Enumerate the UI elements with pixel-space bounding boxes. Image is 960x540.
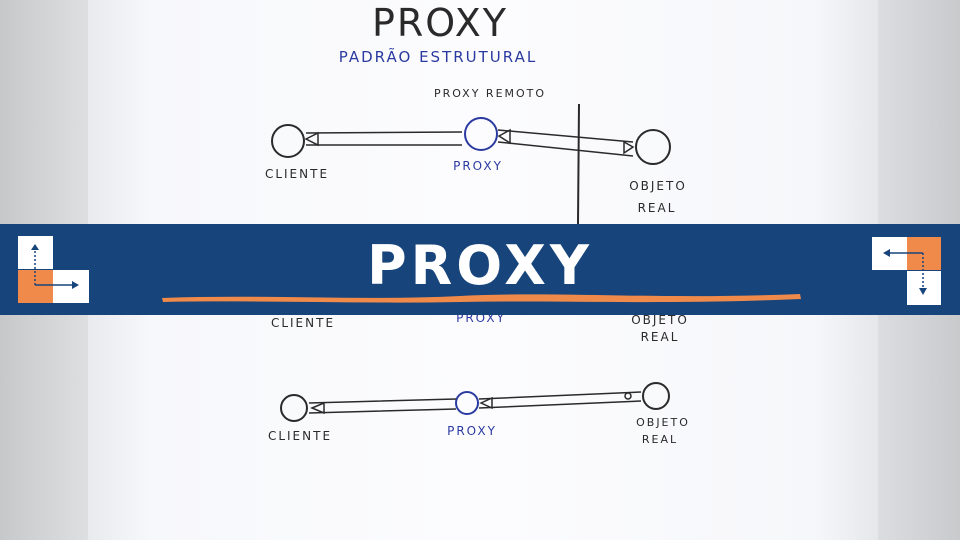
client-arrowhead: [304, 131, 319, 147]
right-logo-icon: [872, 237, 941, 305]
proxy-real-connector: [497, 129, 634, 157]
bottom-proxy-arrowhead: [479, 396, 493, 410]
middle-real-label-1: OBJETO: [631, 313, 689, 327]
bottom-real-label-1: OBJETO: [636, 416, 690, 429]
bottom-proxy-real-connector: [478, 391, 642, 409]
top-real-label-2: REAL: [638, 201, 677, 215]
bottom-real-label-2: REAL: [642, 433, 678, 446]
proxy-node: [464, 117, 498, 151]
title-underline: [162, 294, 801, 303]
real-arrowhead: [623, 140, 635, 155]
bottom-real-endpoint: [624, 392, 632, 400]
banner-title: PROXY: [367, 234, 593, 297]
middle-client-label: CLIENTE: [271, 316, 335, 330]
proxy-arrowhead: [497, 128, 511, 145]
board-title: PROXY: [372, 1, 508, 45]
bottom-client-node: [280, 394, 308, 422]
bottom-proxy-node: [455, 391, 479, 415]
middle-real-label-2: REAL: [641, 330, 680, 344]
left-logo-icon: [18, 236, 89, 303]
real-object-node: [635, 129, 671, 165]
top-client-label: CLIENTE: [265, 167, 329, 181]
board-subtitle: PADRÃO ESTRUTURAL: [339, 47, 537, 66]
network-boundary-line: [577, 103, 580, 225]
client-proxy-connector: [305, 131, 463, 146]
client-node: [271, 124, 305, 158]
top-real-label-1: OBJETO: [629, 179, 687, 193]
bottom-real-node: [642, 382, 670, 410]
top-diagram-heading: PROXY REMOTO: [434, 87, 546, 100]
bottom-client-arrowhead: [310, 401, 325, 415]
bottom-client-proxy-connector: [308, 398, 457, 414]
bottom-proxy-label: PROXY: [447, 424, 497, 438]
top-proxy-label: PROXY: [453, 159, 503, 173]
bottom-client-label: CLIENTE: [268, 429, 332, 443]
